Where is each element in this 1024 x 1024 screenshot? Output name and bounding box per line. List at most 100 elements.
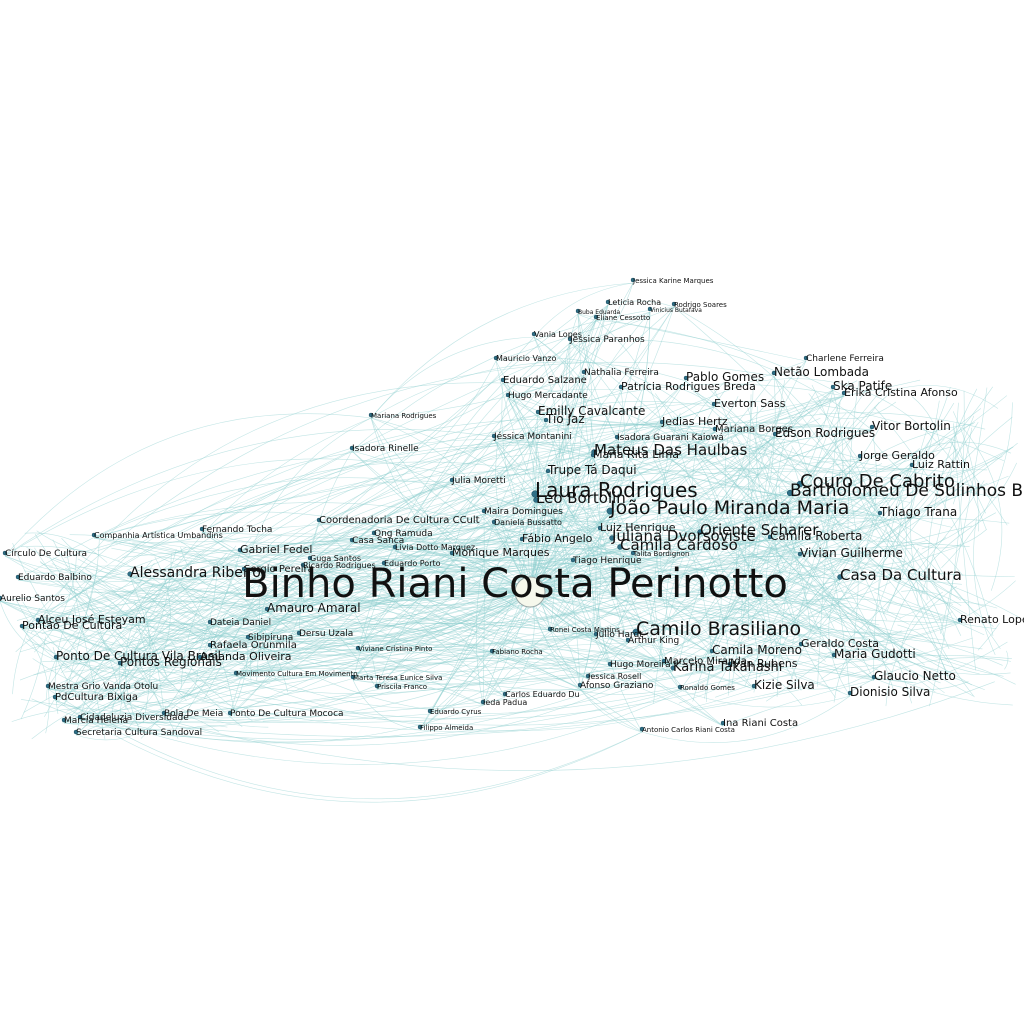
node-label: Mateus Das Haulbas <box>594 441 748 459</box>
node-label: Patricia Rodrigues Breda <box>621 380 756 393</box>
edge <box>897 624 949 664</box>
node <box>591 449 597 455</box>
edge <box>901 590 962 606</box>
edge <box>370 361 687 419</box>
edge <box>733 409 783 588</box>
node <box>547 626 553 632</box>
node <box>593 631 599 637</box>
node-label: Camila Cardoso <box>620 536 738 554</box>
edge <box>302 567 531 593</box>
edge <box>807 650 896 690</box>
node <box>709 648 715 654</box>
edge <box>352 304 609 681</box>
node-label: Glaucio Netto <box>874 669 956 683</box>
edge <box>65 552 227 620</box>
node <box>427 708 433 714</box>
node-label: Círculo De Cultura <box>5 549 87 559</box>
node <box>871 674 877 680</box>
edge <box>197 497 907 621</box>
edge <box>537 304 609 416</box>
edge <box>732 562 944 641</box>
edge <box>684 612 850 675</box>
edge <box>824 656 876 660</box>
edge <box>54 423 716 701</box>
node <box>577 682 583 688</box>
edge <box>239 480 453 554</box>
node <box>417 724 423 730</box>
edge <box>42 549 873 662</box>
node-label: Daniela Bussatto <box>494 518 562 527</box>
edge <box>171 607 254 736</box>
edge <box>737 422 979 645</box>
edge <box>521 304 609 543</box>
edge <box>916 529 987 549</box>
node-label: Mestra Grio Vanda Otolu <box>48 682 158 692</box>
edge <box>766 480 985 702</box>
node <box>374 683 380 689</box>
node <box>0 595 3 601</box>
edge <box>201 306 675 533</box>
edge <box>547 473 556 633</box>
node-label: Pontão De Cultura <box>22 619 122 632</box>
edge <box>73 395 1008 714</box>
edge <box>394 540 613 570</box>
node <box>241 566 247 572</box>
edge <box>318 380 687 524</box>
edge <box>217 521 803 676</box>
node-label: Julia Moretti <box>451 476 506 486</box>
edge <box>149 556 171 679</box>
edge <box>239 424 861 554</box>
edge <box>140 562 218 739</box>
edge <box>75 552 241 736</box>
edge <box>569 341 713 655</box>
edge <box>493 438 595 456</box>
node-label: Amauro Amaral <box>267 601 361 615</box>
edge <box>250 401 667 663</box>
edge <box>26 546 828 669</box>
node <box>593 314 599 320</box>
edge <box>429 591 531 715</box>
node <box>614 434 620 440</box>
node-label: Sergio Pereira <box>244 564 314 575</box>
edge <box>54 591 531 701</box>
edge <box>195 537 658 563</box>
edge <box>12 607 41 695</box>
node <box>19 623 25 629</box>
edge <box>733 531 1015 577</box>
node-label: Jessica Paranhos <box>569 335 645 345</box>
edge <box>111 611 171 708</box>
edge <box>66 551 106 740</box>
edge <box>641 695 851 743</box>
edge <box>79 689 681 740</box>
edge <box>63 454 595 724</box>
edge <box>20 636 46 720</box>
edge <box>54 666 731 765</box>
edge <box>587 454 643 733</box>
node <box>316 517 322 523</box>
edge <box>309 540 613 574</box>
edge <box>97 633 269 728</box>
edge <box>191 516 869 660</box>
node <box>797 551 803 557</box>
edge <box>318 336 535 524</box>
node-label: Luiz Henrique <box>600 521 676 534</box>
node-label: Aurelio Santos <box>0 594 65 604</box>
edge <box>63 507 881 724</box>
edge <box>75 306 675 736</box>
edge <box>137 411 785 726</box>
node <box>909 462 915 468</box>
edge <box>376 562 574 690</box>
edge <box>710 521 893 635</box>
edge <box>874 591 997 629</box>
node <box>355 645 361 651</box>
edge <box>663 415 975 666</box>
edge <box>238 498 716 606</box>
node <box>493 355 499 361</box>
edge <box>529 591 643 733</box>
edge <box>885 586 957 707</box>
node-label: Hugo Mercadante <box>508 391 588 401</box>
edge <box>47 572 800 746</box>
node-label: Mauricio Vanzo <box>496 354 556 363</box>
node-label: Jedias Hertz <box>661 415 728 428</box>
node-label: Fabiano Rocha <box>492 648 543 656</box>
